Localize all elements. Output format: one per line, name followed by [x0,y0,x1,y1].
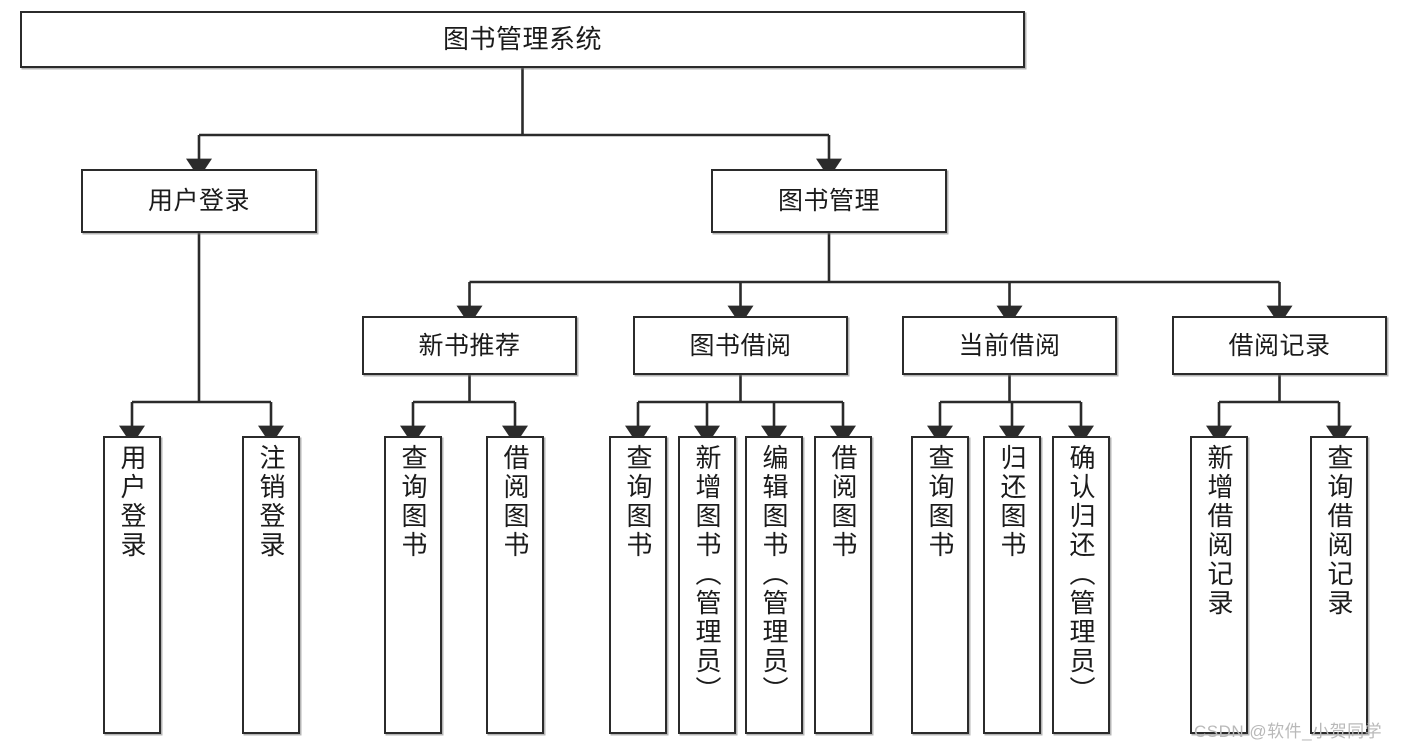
node-new-book-rec[interactable]: 新书推荐 [362,316,577,375]
node-leaf-borrow-book-2[interactable]: 借阅图书 [814,436,872,734]
node-label: 图书管理 [777,187,880,215]
node-leaf-add-record[interactable]: 新增借阅记录 [1190,436,1248,734]
csdn-watermark: CSDN @软件_小贺同学 [1194,722,1383,741]
node-leaf-return-book[interactable]: 归还图书 [983,436,1041,734]
node-label: 借阅图书 [828,444,858,560]
node-label: 新增图书（管理员） [692,444,722,705]
node-label: 归还图书 [997,444,1027,560]
node-user-login[interactable]: 用户登录 [81,169,317,233]
node-label: 图书管理系统 [442,23,602,54]
node-leaf-query-book-3[interactable]: 查询图书 [911,436,969,734]
node-label: 用户登录 [147,187,250,215]
node-leaf-confirm-return[interactable]: 确认归还（管理员） [1052,436,1110,734]
node-book-manage[interactable]: 图书管理 [711,169,947,233]
node-leaf-user-login[interactable]: 用户登录 [103,436,161,734]
node-label: 编辑图书（管理员） [759,444,789,705]
node-label: 查询图书 [925,444,955,560]
node-leaf-query-book-2[interactable]: 查询图书 [609,436,667,734]
node-borrow-record[interactable]: 借阅记录 [1172,316,1387,375]
node-current-borrow[interactable]: 当前借阅 [902,316,1117,375]
node-label: 查询图书 [623,444,653,560]
node-leaf-logout[interactable]: 注销登录 [242,436,300,734]
node-book-borrow[interactable]: 图书借阅 [633,316,848,375]
node-leaf-add-book[interactable]: 新增图书（管理员） [678,436,736,734]
node-label: 注销登录 [256,444,286,560]
node-leaf-query-record[interactable]: 查询借阅记录 [1310,436,1368,734]
node-label: 借阅记录 [1228,331,1331,360]
node-label: 查询图书 [398,444,428,560]
node-label: 确认归还（管理员） [1066,444,1096,705]
node-label: 借阅图书 [500,444,530,560]
node-leaf-borrow-book-1[interactable]: 借阅图书 [486,436,544,734]
node-label: 查询借阅记录 [1324,444,1354,618]
node-label: 图书借阅 [689,331,792,360]
node-label: 新增借阅记录 [1204,444,1234,618]
node-leaf-query-book-1[interactable]: 查询图书 [384,436,442,734]
node-label: 当前借阅 [958,331,1061,360]
node-label: 用户登录 [117,444,147,560]
node-label: 新书推荐 [418,331,521,360]
node-leaf-edit-book[interactable]: 编辑图书（管理员） [745,436,803,734]
node-root[interactable]: 图书管理系统 [20,11,1025,68]
